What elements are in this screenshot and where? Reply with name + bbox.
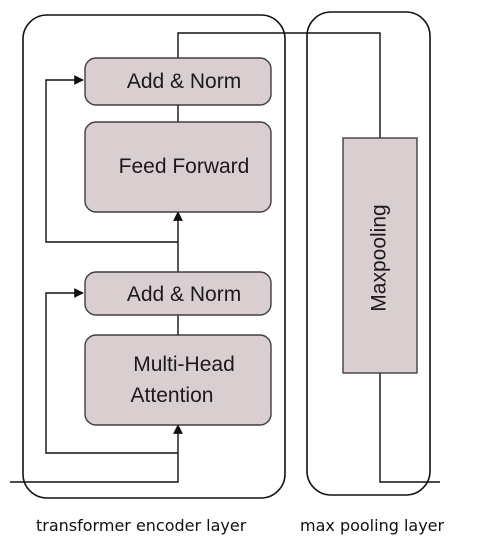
maxpooling-label: Maxpooling	[368, 204, 391, 311]
maxpooling-block	[342, 137, 418, 374]
add-norm-top-block	[84, 57, 272, 106]
encoder-caption: transformer encoder layer	[36, 516, 247, 535]
main-flow-line	[10, 424, 183, 483]
pooling-output-line	[379, 373, 440, 483]
encoder-to-pooling-line	[177, 32, 381, 138]
attention-label-line2: Attention	[131, 384, 214, 407]
add-norm-bottom-block	[84, 271, 272, 316]
feed-forward-block	[84, 121, 272, 213]
attention-label-line1: Multi-Head	[133, 353, 235, 376]
pooling-layer-container	[306, 11, 431, 496]
multi-head-attention-block	[84, 334, 272, 426]
add-norm-bottom-label: Add & Norm	[127, 283, 241, 306]
feed-forward-label: Feed Forward	[119, 155, 250, 178]
residual-connection-bottom	[45, 288, 178, 454]
residual-connection-top	[45, 75, 178, 243]
diagram-canvas: Add & Norm Feed Forward Add & Norm Multi…	[10, 11, 440, 499]
pooling-caption: max pooling layer	[300, 516, 445, 535]
encoder-layer-container	[22, 14, 286, 499]
add-norm-top-label: Add & Norm	[127, 70, 241, 93]
